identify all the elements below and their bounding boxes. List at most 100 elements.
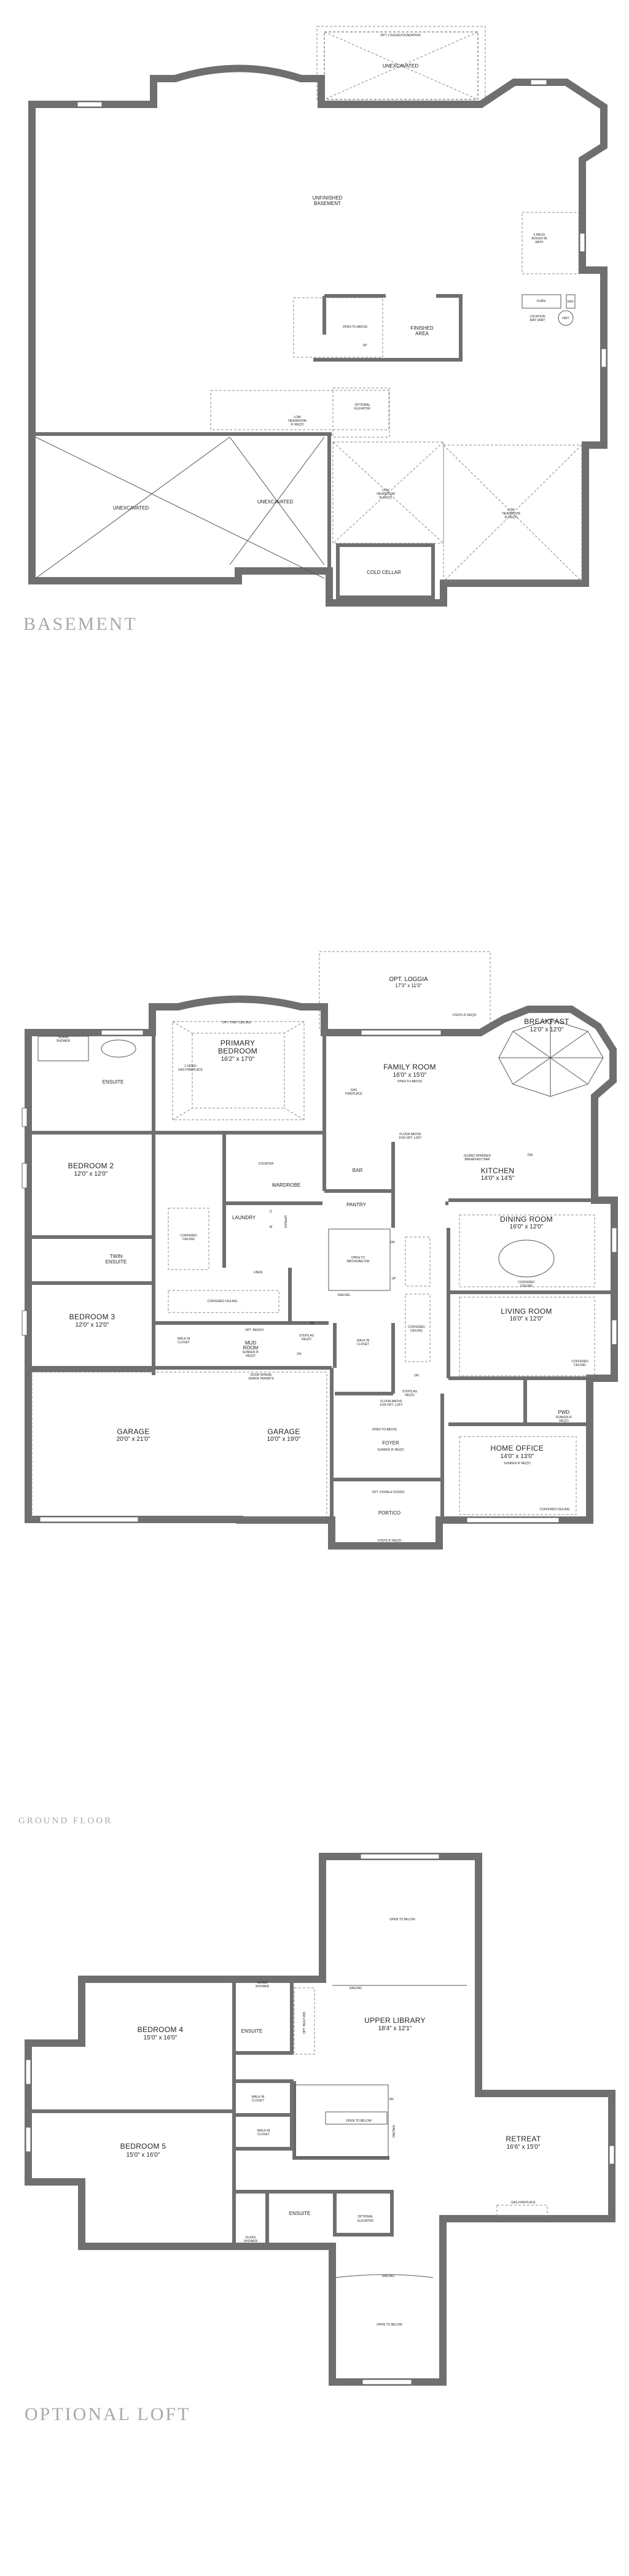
label-foyer: FOYER [382,1440,399,1446]
label-dining-room-dims: 16'0" x 12'0" [510,1224,544,1230]
label-low-headroom-c3: IF REQ'D [504,516,518,519]
label-breakfast: BREAKFAST [524,1017,569,1026]
label-stairs-dn: DN [389,2098,394,2101]
label-bedroom-4-dims: 15'0" x 16'0" [144,2035,178,2041]
label-mud-dn: DN [310,1322,314,1325]
label-coffered-ceiling-office: COFFERED CEILING [540,1508,570,1511]
label-upper-library: UPPER LIBRARY [364,2016,426,2025]
label-bedroom-5: BEDROOM 5 [120,2142,166,2151]
label-stairs-dn: DN [390,1241,395,1244]
label-glass-shower-b5-2: SHOWER [244,2240,258,2243]
label-steps-as-reqd: STEPS AS [299,1334,314,1338]
label-steps-as-reqd-2: REQ'D [302,1338,311,1341]
label-location: LOCATION [529,315,545,319]
label-door-grade-2: GRADE PERMITS [248,1377,274,1381]
label-open-to-below-bottom: OPEN TO BELOW [377,2323,402,2327]
label-gas-fireplace: GAS [351,1088,357,1092]
label-open-to-above: OPEN TO ABOVE [372,1428,397,1432]
label-glass-shower-b4-2: SHOWER [256,1985,270,1988]
label-laundry: LAUNDRY [232,1215,256,1220]
label-pantry: PANTRY [346,1202,366,1208]
label-pwd: PWD [558,1410,570,1415]
label-low-headroom-2: HEADROOM [288,419,306,423]
label-opt-tray-ceiling: OPT. TRAY CEILING [222,1021,251,1025]
label-steps-if-reqd-portico: STEPS IF REQ'D [377,1539,401,1543]
label-mud-room-note: SUNKEN IF [243,1351,259,1354]
label-bedroom-4: BEDROOM 4 [138,2025,184,2034]
optional-loft-plan: OPEN TO BELOW RAILING GLASS SHOWER UPPER… [25,1853,615,2424]
label-glass-shower: GLASS [58,1036,69,1039]
label-dishwasher: DW [528,1154,533,1157]
label-unfinished-basement-2: BASEMENT [314,201,341,206]
label-floor-above: FLOOR ABOVE [399,1133,421,1136]
label-coffered-dining: COFFERED [518,1281,535,1284]
label-hrv: HRV [568,300,574,304]
label-railing-stairs: RAILING [391,2125,395,2138]
label-mud-room-note-2: REQ'D [246,1354,256,1358]
label-rough-bath-3: BATH [536,241,544,244]
label-gas-fireplace-2: FIREPLACE [345,1092,362,1096]
label-opt-loggia-dims: 17'3" x 11'0" [395,983,421,988]
label-wardrobe: WARDROBE [272,1182,301,1188]
label-2-sided-fireplace-2: GAS FIREPLACE [178,1068,203,1072]
label-furnace: FURN [537,300,545,303]
label-coffered-gallery: COFFERED [408,1325,425,1329]
label-portico: PORTICO [378,1510,400,1516]
label-low-headroom: LOW [294,416,301,419]
label-walk-in-closet-b4-2: CLOSET [252,2099,264,2103]
label-mud-room-2: ROOM [243,1345,259,1351]
label-walk-in-closet-b3: WALK IN [178,1337,190,1341]
label-kitchen-dims: 14'0" x 14'5" [481,1175,515,1182]
label-open-to-above: OPEN TO ABOVE [343,325,368,329]
label-rough-bath: 3 PIECE [533,233,545,237]
label-pwd-note-2: REQ'D [559,1419,569,1423]
label-steps-if-reqd: STEPS IF REQ'D [452,1014,476,1017]
label-garage-single: GARAGE [267,1427,300,1436]
label-dining-room: DINING ROOM [500,1215,553,1224]
label-kitchen: KITCHEN [481,1166,515,1175]
label-primary-bedroom: PRIMARY [221,1039,256,1047]
label-finished-area-2: AREA [415,331,429,336]
label-opt-double-doors: OPT. DOUBLE DOORS [372,1491,405,1494]
label-unexcavated-loggia: UNEXCAVATED [383,63,418,69]
label-steps-as-reqd-foyer: STEPS AS [402,1390,418,1394]
label-foyer-note: SUNKEN IF REQ'D [377,1448,404,1452]
label-coffered-living-2: CEILING [574,1364,586,1367]
label-retreat-dims: 16'6" x 15'0" [507,2144,541,2151]
label-mud-dn-2: DN [297,1352,302,1356]
label-walk-in-closet-foyer: WALK IN [357,1339,370,1343]
label-low-headroom-c2: HEADROOM [502,512,520,516]
label-walk-in-closet-foyer-2: CLOSET [357,1343,369,1346]
label-railing-bottom: RAILING [382,2275,394,2278]
label-bedroom-2: BEDROOM 2 [68,1162,114,1170]
label-glass-shower-b4: GLASS [257,1981,268,1985]
label-twin-ensuite: TWIN [110,1254,123,1259]
label-walk-in-closet-b5-2: CLOSET [257,2133,270,2136]
label-optional-elevator: OPTIONAL [354,403,370,407]
label-optional-elevator-2: ELEVATOR [354,407,370,411]
label-opt-loggia-foundation: OPT. LOGGIA FOUNDATION [380,34,421,37]
ground-floor-plan: OPT. LOGGIA 17'3" x 11'0" PRIMARY BEDROO… [18,951,618,1826]
label-island-2: BREAKFAST BAR [464,1158,490,1162]
label-bedroom-3-dims: 12'0" x 12'0" [76,1322,109,1329]
label-open-to-below-top: OPEN TO BELOW [389,1918,415,1922]
label-garage-double: GARAGE [117,1427,149,1436]
basement-title: BASEMENT [23,614,138,634]
label-twin-ensuite-2: ENSUITE [106,1259,127,1265]
label-garage-double-dims: 20'0" x 21'0" [117,1436,150,1443]
label-coffered-living: COFFERED [571,1360,588,1364]
label-glass-shower-2: SHOWER [57,1039,71,1043]
label-opt-bench: OPT. BENCH [245,1329,264,1332]
label-foyer-dn: DN [414,1374,419,1378]
label-ensuite-b4: ENSUITE [241,2028,263,2034]
label-open-above-below: OPEN TO [351,1256,365,1260]
label-retreat: RETREAT [506,2135,541,2143]
label-door-grade: DOOR WHERE [251,1373,273,1377]
label-unexcavated-right: UNEXCAVATED [257,499,293,505]
label-stairs-up: UP [392,1277,397,1281]
ground-floor-title: GROUND FLOOR [18,1816,112,1826]
label-low-headroom-3: IF REQ'D [291,423,304,427]
label-bedroom-2-dims: 12'0" x 12'0" [74,1171,108,1177]
label-rough-bath-2: ROUGH IN [532,237,547,241]
